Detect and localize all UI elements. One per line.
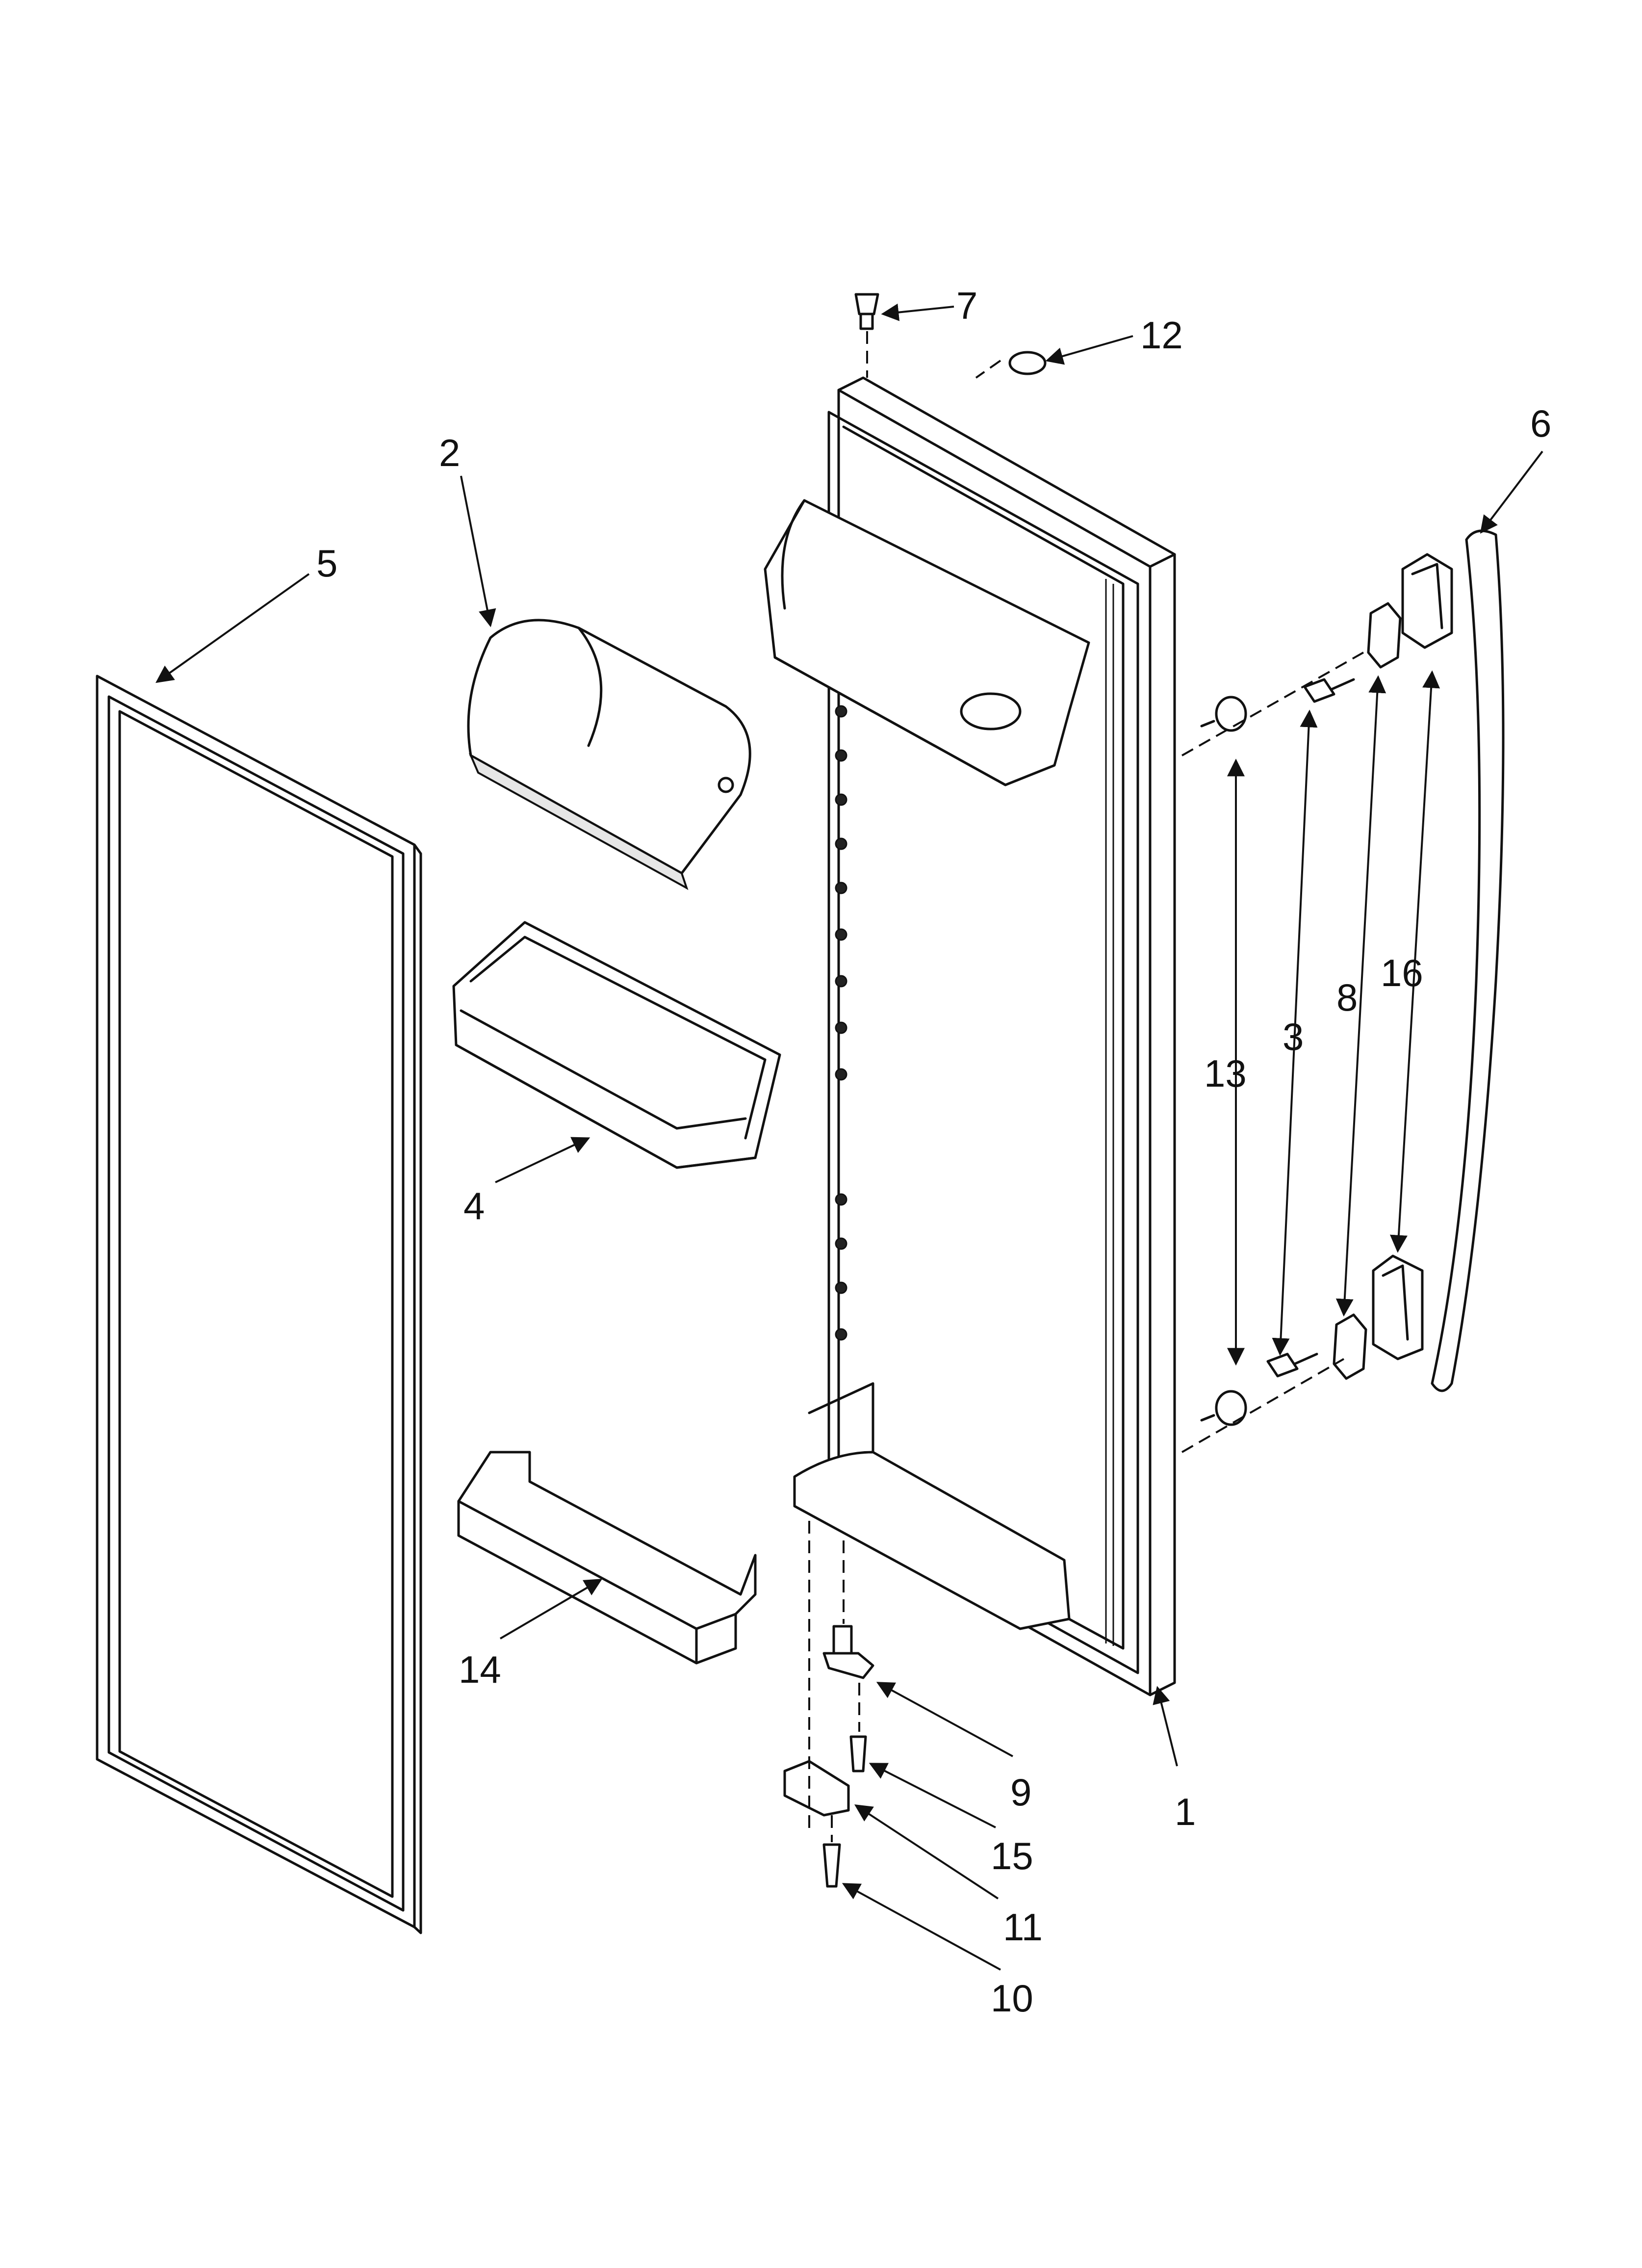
callout-labels: 1 2 3 4 5 6 7 8 9 10 11 12 13 14 15 16	[316, 284, 1551, 2020]
alignment-lines	[808, 331, 1364, 1842]
door-assembly	[764, 376, 1176, 1696]
handle-bracket-bottom	[1333, 1313, 1367, 1380]
callout-10: 10	[991, 1977, 1033, 2020]
hinge-pin	[822, 1625, 874, 1679]
callout-16: 16	[1381, 951, 1423, 994]
handle-bracket-top	[1367, 602, 1402, 669]
door-plug	[854, 293, 879, 330]
callout-8: 8	[1336, 976, 1358, 1019]
callout-13: 13	[1204, 1052, 1247, 1095]
callout-7: 7	[956, 284, 977, 327]
door-bin	[452, 921, 781, 1169]
leader-lines	[155, 303, 1543, 1971]
door-gasket	[96, 675, 422, 1934]
callout-14: 14	[459, 1648, 501, 1691]
callout-9: 9	[1010, 1771, 1031, 1814]
o-ring	[1008, 351, 1047, 375]
hinge-bracket	[783, 1760, 850, 1817]
callout-6: 6	[1530, 402, 1551, 445]
callout-5: 5	[316, 542, 337, 585]
callout-1: 1	[1175, 1790, 1196, 1833]
door-shelf-bar	[457, 1451, 757, 1665]
handle	[1431, 529, 1505, 1392]
handle-end-cap-bottom	[1372, 1254, 1424, 1360]
callout-4: 4	[463, 1184, 485, 1227]
dairy-door	[467, 619, 751, 890]
rib-dots	[835, 705, 847, 1341]
callout-11: 11	[1003, 1905, 1043, 1949]
callout-2: 2	[439, 431, 460, 474]
stud-top	[1200, 696, 1247, 732]
screw-bottom	[1266, 1353, 1318, 1378]
callout-3: 3	[1283, 1015, 1304, 1058]
handle-end-cap-top	[1401, 553, 1453, 649]
hinge-screw	[849, 1735, 867, 1773]
callout-12: 12	[1140, 313, 1183, 357]
callout-15: 15	[991, 1834, 1033, 1877]
bracket-screw	[822, 1843, 841, 1888]
stud-bottom	[1200, 1390, 1247, 1426]
